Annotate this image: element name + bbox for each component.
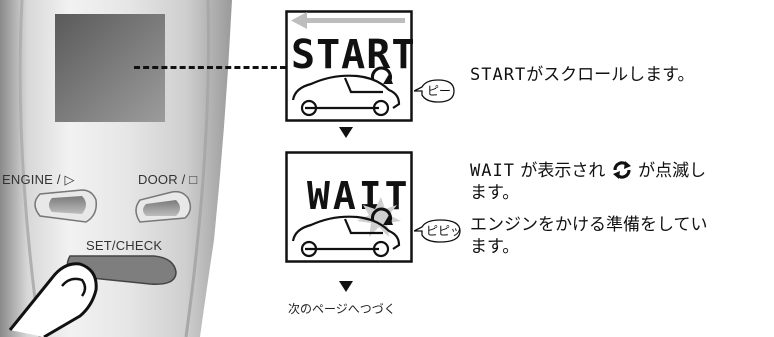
start-description-lcd: START xyxy=(470,65,527,85)
wait-description-text-a: が表示され xyxy=(520,161,606,181)
engine-rotate-icon xyxy=(371,66,393,84)
next-page-note: 次のページへつづく xyxy=(288,302,396,316)
car-icon xyxy=(291,74,401,117)
down-arrow-icon xyxy=(339,281,353,292)
sound-bubble-beep-beep: ピピッ xyxy=(414,218,462,244)
start-description: STARTがスクロールします。 xyxy=(470,64,695,86)
lcd-wait-text: WAIT xyxy=(307,174,411,218)
start-description-text: がスクロールします。 xyxy=(526,65,695,85)
wait-description-line1: WAIT が表示され が点滅し xyxy=(470,160,706,182)
lcd-screen-start: START xyxy=(285,10,413,122)
car-icon xyxy=(291,215,401,258)
setcheck-button-label: SET/CHECK xyxy=(86,238,163,253)
wait-description-lcd: WAIT xyxy=(470,161,515,181)
sound-beep-beep-text: ピピッ xyxy=(426,224,463,238)
finger-icon xyxy=(8,262,98,337)
sound-bubble-beep: ピー xyxy=(414,78,456,104)
connector-dashed-line xyxy=(134,66,286,69)
scroll-left-arrow-icon xyxy=(291,12,405,29)
wait-description-line4: ます。 xyxy=(470,237,520,257)
lcd-screen-wait: WAIT xyxy=(285,151,413,263)
engine-rotate-icon xyxy=(371,207,393,225)
wait-description-text-b: が点滅し xyxy=(638,161,707,181)
engine-rotate-icon xyxy=(612,161,631,179)
engine-button-label: ENGINE / ▷ xyxy=(2,172,75,187)
door-button-label: DOOR / □ xyxy=(138,172,198,187)
wait-description-line3: エンジンをかける準備をしてい xyxy=(470,215,708,235)
remote-control-illustration xyxy=(0,0,232,337)
wait-description-line2: ます。 xyxy=(470,183,520,203)
sound-beep-text: ピー xyxy=(427,84,452,98)
lcd-start-text: START xyxy=(291,32,413,78)
down-arrow-icon xyxy=(339,127,353,138)
blink-flash-icon xyxy=(357,197,401,237)
